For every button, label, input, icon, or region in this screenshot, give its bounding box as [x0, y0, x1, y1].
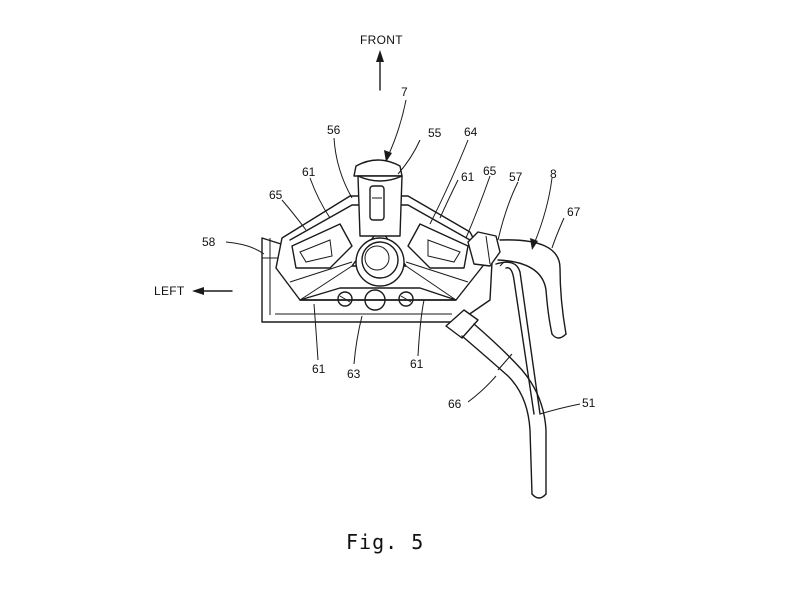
ref-65-left: 65	[269, 188, 283, 202]
ref-56: 56	[327, 123, 341, 137]
left-label: LEFT	[154, 284, 185, 298]
ref-61-lower-right: 61	[410, 357, 424, 371]
ref-63: 63	[347, 367, 361, 381]
ref-57: 57	[509, 170, 523, 184]
ref-8: 8	[550, 167, 557, 181]
ref-65-right: 65	[483, 164, 497, 178]
ref-67: 67	[567, 205, 581, 219]
center-boss	[355, 237, 405, 287]
hose-67	[467, 231, 567, 339]
ref-61-upper-left: 61	[302, 165, 316, 179]
front-label: FRONT	[360, 33, 403, 47]
ref-61-upper-right: 61	[461, 170, 475, 184]
pipe-51	[495, 261, 541, 415]
figure-caption: Fig. 5	[346, 530, 425, 554]
ref-55: 55	[428, 126, 442, 140]
front-arrow-icon	[376, 50, 384, 91]
leader-lines	[225, 99, 581, 415]
ref-61-lower-left: 61	[312, 362, 326, 376]
ref-58: 58	[202, 235, 216, 249]
ref-64: 64	[464, 125, 478, 139]
ref-66: 66	[448, 397, 462, 411]
top-joint	[353, 159, 403, 237]
mounting-holes	[337, 289, 414, 311]
left-arrow-icon	[192, 287, 233, 295]
pipe-66	[445, 309, 547, 499]
ref-7: 7	[401, 85, 408, 99]
ref-51: 51	[582, 396, 596, 410]
